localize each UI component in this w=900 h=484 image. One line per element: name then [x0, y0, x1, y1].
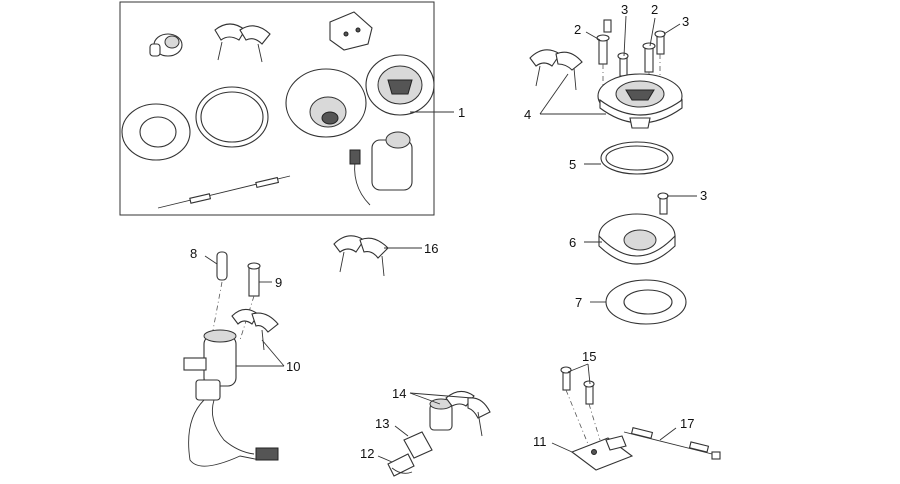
callout-7: 7 — [575, 295, 582, 310]
kit-box — [119, 1, 435, 216]
kit-cap-top — [365, 54, 435, 116]
kit-lock-cylinder — [149, 33, 183, 57]
callout-12: 12 — [360, 446, 374, 461]
callout-2a: 2 — [574, 22, 581, 37]
callout-6: 6 — [569, 235, 576, 250]
callout-3b: 3 — [682, 14, 689, 29]
part-4-fuel-cap — [597, 73, 683, 129]
callout-13: 13 — [375, 416, 389, 431]
part-17-cable — [623, 427, 721, 460]
part-12-clip — [387, 453, 415, 477]
part-5-seal-ring — [600, 141, 674, 175]
part-6-cap-base — [598, 213, 676, 265]
kit-ignition-switch — [349, 131, 413, 206]
kit-keys — [214, 23, 271, 63]
kit-flange-plate — [121, 103, 191, 161]
kit-bracket — [329, 11, 373, 51]
part-15-screws — [560, 366, 601, 445]
part-7-gasket — [605, 279, 687, 325]
callout-11: 11 — [533, 434, 547, 449]
kit-cap-body — [285, 68, 367, 138]
screws-top — [596, 19, 666, 86]
kit-cable — [157, 175, 291, 209]
part-11-latch — [570, 435, 634, 471]
part-4-key — [529, 49, 583, 91]
callout-2b: 2 — [651, 2, 658, 17]
callout-10: 10 — [286, 359, 300, 374]
screw-3-single — [657, 192, 669, 215]
kit-seal-ring — [195, 86, 269, 148]
callout-5: 5 — [569, 157, 576, 172]
callout-15: 15 — [582, 349, 596, 364]
callout-3a: 3 — [621, 2, 628, 17]
callout-3c: 3 — [700, 188, 707, 203]
callout-9: 9 — [275, 275, 282, 290]
callout-8: 8 — [190, 246, 197, 261]
part-16-keys — [333, 235, 389, 277]
callout-16: 16 — [424, 241, 438, 256]
part-13-lock-bracket — [403, 431, 433, 459]
callout-1: 1 — [458, 105, 465, 120]
callout-14: 14 — [392, 386, 406, 401]
part-9-screw — [239, 262, 261, 341]
callout-4: 4 — [524, 107, 531, 122]
part-14-lock-and-key — [429, 390, 491, 437]
callout-17: 17 — [680, 416, 694, 431]
part-10-ignition-switch — [183, 308, 279, 467]
